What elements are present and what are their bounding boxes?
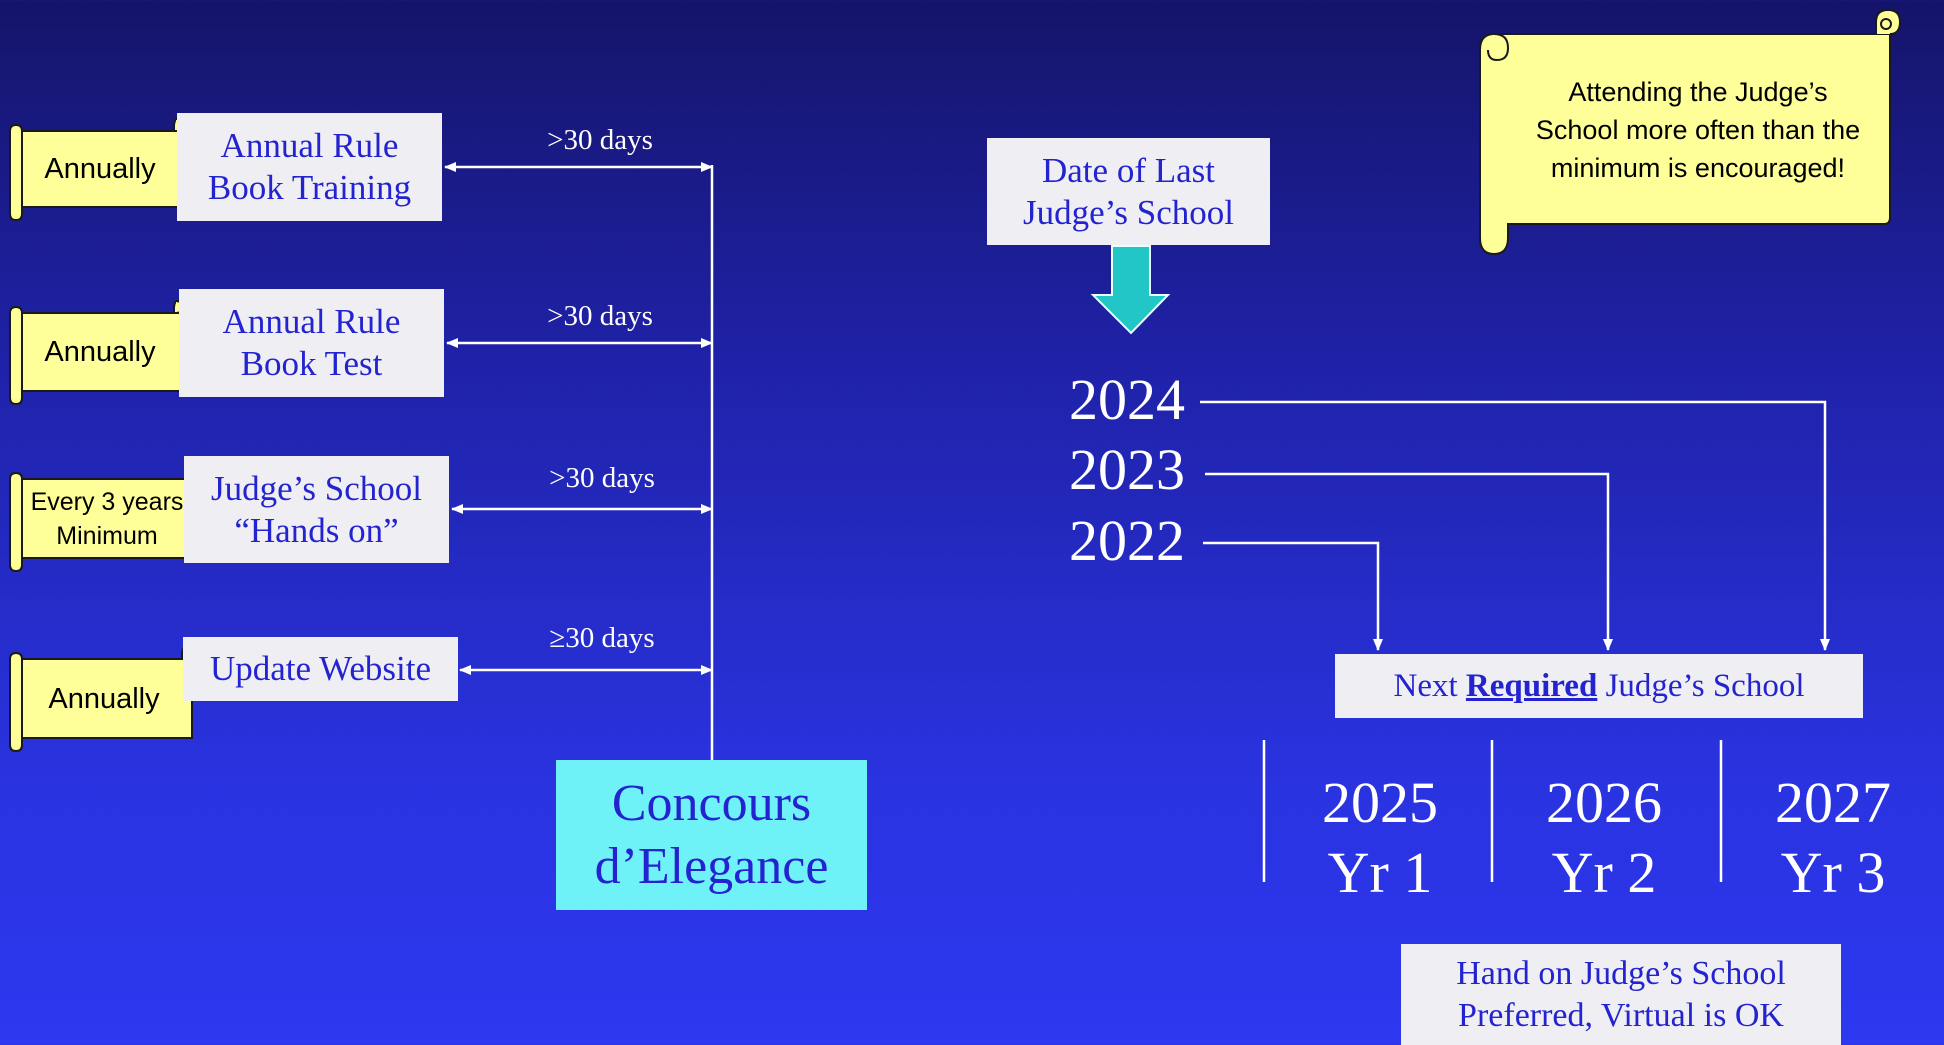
frequency-label-4: Annually <box>24 661 184 736</box>
task-line: Book Test <box>240 344 383 383</box>
frequency-label-1: Annually <box>24 133 176 205</box>
frequency-label-3: Every 3 years Minimum <box>24 481 190 556</box>
task-box-rule-book-training: Annual Rule Book Training <box>177 113 442 221</box>
year-label-2022: 2022 <box>1069 508 1185 573</box>
future-year: 2025 <box>1322 770 1438 835</box>
future-year-col-2: 2026 Yr 2 <box>1490 768 1718 908</box>
frequency-label-text: Annually <box>44 153 156 185</box>
task-line: Judge’s School <box>211 468 422 508</box>
task-line: Book Training <box>207 168 412 207</box>
future-year-label: Yr 1 <box>1327 840 1433 905</box>
task-box-rule-book-test: Annual Rule Book Test <box>179 289 444 397</box>
future-year: 2027 <box>1775 770 1891 835</box>
last-school-line: Date of Last <box>1042 150 1215 190</box>
event-line: Concours <box>611 775 812 832</box>
future-year-col-1: 2025 Yr 1 <box>1266 768 1494 908</box>
scroll-icon <box>9 117 185 222</box>
frequency-label-text: Minimum <box>56 521 158 550</box>
scroll-icon <box>1479 8 1902 256</box>
year-label-2024: 2024 <box>1069 367 1185 432</box>
future-year-label: Yr 3 <box>1780 840 1886 905</box>
last-school-box: Date of Last Judge’s School <box>987 138 1270 245</box>
task-line: Update Website <box>209 649 432 688</box>
task-line: “Hands on” <box>234 510 399 550</box>
next-required-label: Next Required Judge’s School <box>1394 665 1805 707</box>
year-label-2023: 2023 <box>1069 437 1185 502</box>
route-2024 <box>1200 400 1830 651</box>
next-required-emphasis: Required <box>1465 668 1598 704</box>
event-line: d’Elegance <box>594 838 829 895</box>
days-label-3: >30 days <box>549 462 655 494</box>
last-school-line: Judge’s School <box>1023 192 1234 232</box>
frequency-label-2: Annually <box>24 315 176 389</box>
task-box-judges-school: Judge’s School “Hands on” <box>184 456 449 563</box>
next-required-prefix: Next <box>1393 668 1466 704</box>
task-box-update-website: Update Website <box>183 637 458 701</box>
concours-box: Concours d’Elegance <box>556 760 867 910</box>
route-2022 <box>1203 541 1383 651</box>
future-year: 2026 <box>1546 770 1662 835</box>
hands-on-note-box: Hand on Judge’s School Preferred, Virtua… <box>1401 944 1841 1045</box>
frequency-label-text: Annually <box>44 336 156 368</box>
note-line: Preferred, Virtual is OK <box>1458 996 1784 1034</box>
encouragement-line: minimum is encouraged! <box>1550 153 1846 183</box>
note-line: Hand on Judge’s School <box>1456 954 1786 992</box>
next-required-suffix: Judge’s School <box>1597 668 1805 704</box>
frequency-label-text: Annually <box>48 682 160 715</box>
frequency-label-text: Every 3 years <box>30 487 184 516</box>
task-line: Annual Rule <box>220 126 399 165</box>
future-year-col-3: 2027 Yr 3 <box>1719 768 1944 908</box>
task-line: Annual Rule <box>222 302 401 341</box>
down-arrow-icon <box>1090 245 1171 335</box>
days-label-2: >30 days <box>547 300 653 332</box>
days-label-1: >30 days <box>547 124 653 156</box>
route-2023 <box>1205 472 1613 651</box>
future-year-label: Yr 2 <box>1551 840 1657 905</box>
encouragement-line: Attending the Judge’s <box>1568 77 1828 107</box>
days-label-4: ≥30 days <box>549 622 655 654</box>
encouragement-text: Attending the Judge’s School more often … <box>1510 70 1886 190</box>
encouragement-line: School more often than the <box>1535 115 1861 145</box>
next-required-box: Next Required Judge’s School <box>1335 654 1863 718</box>
scroll-icon <box>9 465 198 573</box>
